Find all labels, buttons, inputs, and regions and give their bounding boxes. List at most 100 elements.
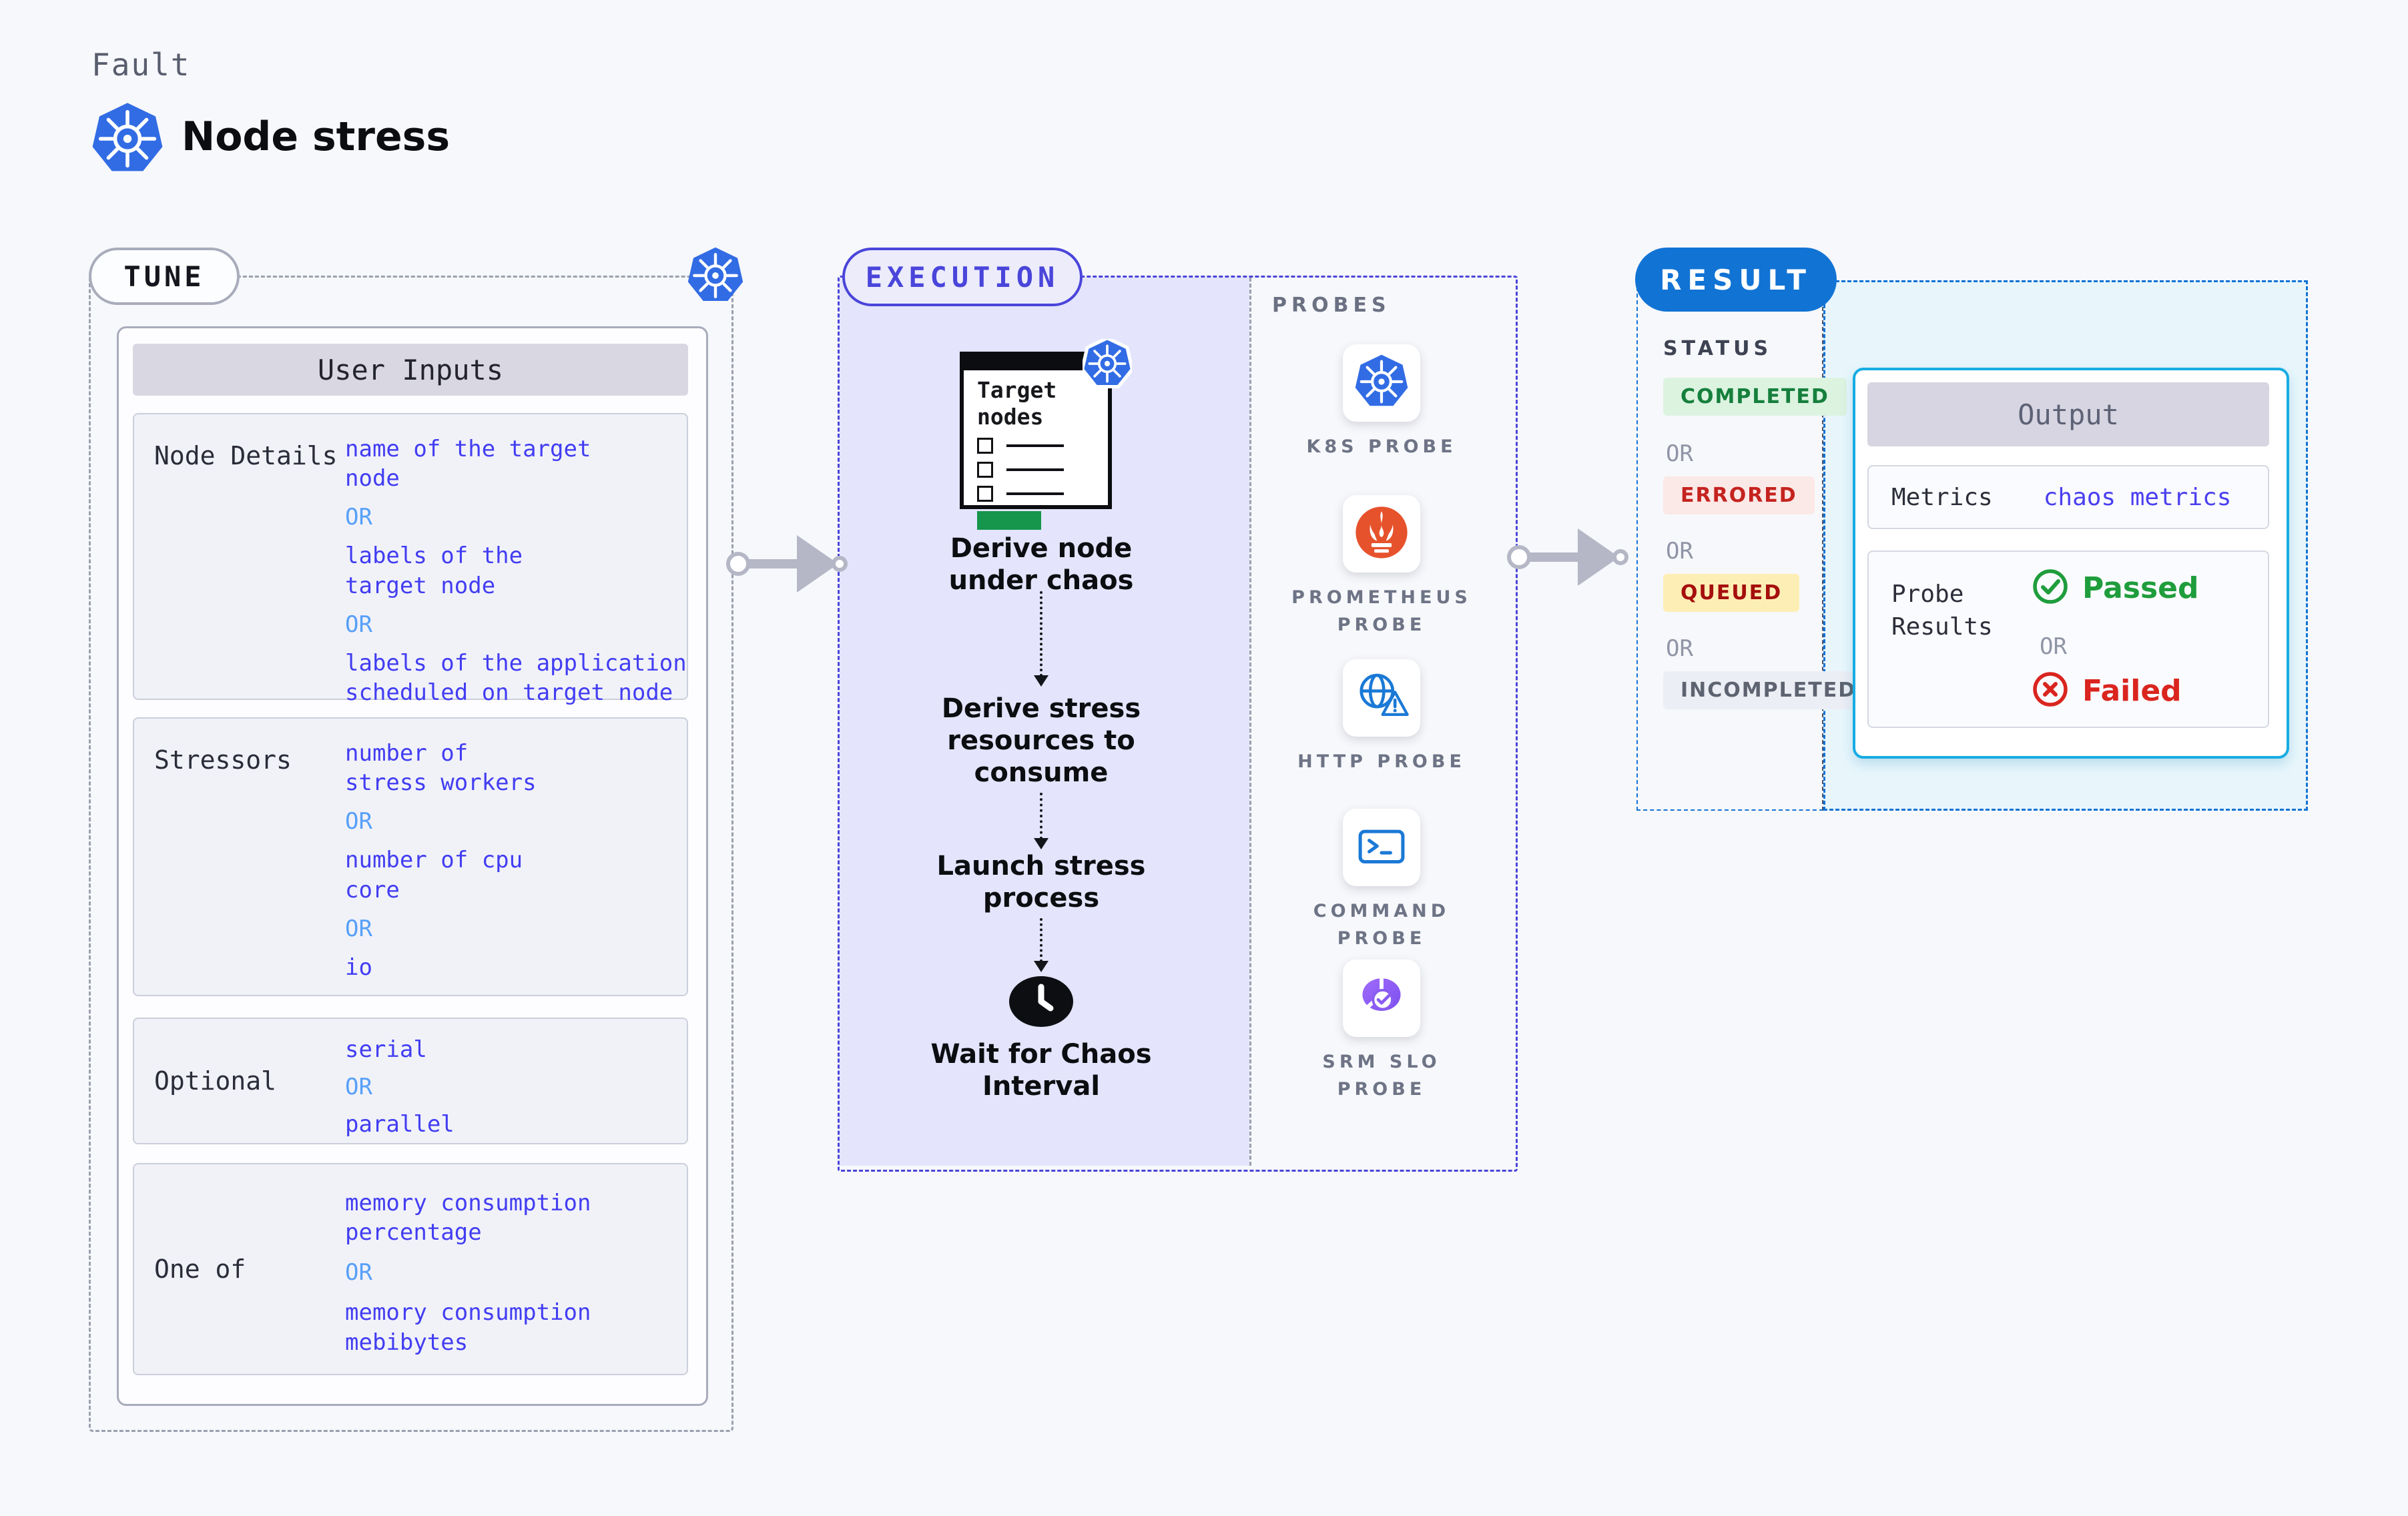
arrow-head bbox=[1034, 961, 1048, 972]
or-separator: OR bbox=[345, 915, 372, 942]
kubernetes-icon bbox=[686, 246, 745, 305]
status-badge-completed: COMPLETED bbox=[1663, 378, 1847, 416]
probe-card bbox=[1343, 344, 1420, 422]
input-option: labels of the application scheduled on t… bbox=[345, 649, 687, 706]
checklist-item bbox=[977, 438, 1108, 454]
checklist-item bbox=[977, 486, 1108, 502]
input-option: parallel bbox=[345, 1111, 455, 1138]
arrow-head bbox=[1034, 838, 1048, 849]
page-title: Node stress bbox=[182, 113, 450, 160]
input-row-optional: Optional serial OR parallel bbox=[133, 1018, 688, 1144]
execution-section-box bbox=[838, 276, 1518, 1172]
metrics-value: chaos metrics bbox=[2043, 483, 2232, 511]
status-badge-queued: QUEUED bbox=[1663, 574, 1800, 612]
input-option: number of cpu core bbox=[345, 847, 523, 903]
kubernetes-icon bbox=[90, 101, 165, 176]
checkbox-icon bbox=[977, 438, 993, 454]
check-circle-icon bbox=[2032, 568, 2069, 608]
kubernetes-icon bbox=[1081, 336, 1134, 389]
flow-step: Derive node under chaos bbox=[948, 533, 1134, 596]
or-separator: OR bbox=[1666, 635, 1693, 662]
execution-pill: EXECUTION bbox=[842, 248, 1083, 306]
connector-dot bbox=[1612, 549, 1628, 565]
or-separator: OR bbox=[345, 611, 372, 638]
checkbox-icon bbox=[977, 486, 993, 502]
row-values: serial OR parallel bbox=[345, 1019, 632, 1143]
input-row-one-of: One of memory consumption percentage OR … bbox=[133, 1163, 688, 1375]
probe-results-row: Probe Results Passed OR Failed bbox=[1867, 550, 2269, 728]
checkbox-icon bbox=[977, 462, 993, 478]
terminal-icon bbox=[1353, 818, 1410, 877]
probe-results-label: Probe Results bbox=[1891, 581, 1993, 641]
document-title: Target nodes bbox=[977, 377, 1057, 430]
arrow-head bbox=[1578, 528, 1619, 586]
arrow-head bbox=[1034, 675, 1048, 687]
probe-prometheus: PROMETHEUS PROBE bbox=[1288, 495, 1475, 639]
flow-step: Wait for Chaos Interval bbox=[930, 1039, 1152, 1102]
probes-title: PROBES bbox=[1272, 294, 1391, 317]
probe-label: SRM SLO PROBE bbox=[1322, 1052, 1441, 1100]
probe-card bbox=[1343, 809, 1420, 886]
flow-arrow-tune-to-execution bbox=[726, 535, 849, 593]
metrics-label: Metrics bbox=[1891, 483, 1993, 511]
probe-label: PROMETHEUS PROBE bbox=[1291, 587, 1472, 635]
document-title-bar bbox=[964, 356, 1108, 370]
or-separator: OR bbox=[345, 1074, 372, 1101]
probe-http: HTTP PROBE bbox=[1288, 659, 1475, 776]
status-title: STATUS bbox=[1663, 337, 1773, 360]
or-separator: OR bbox=[2040, 633, 2067, 660]
kubernetes-icon bbox=[1353, 354, 1410, 412]
clock-icon bbox=[1008, 974, 1075, 1029]
or-separator: OR bbox=[345, 1259, 372, 1286]
input-option: memory consumption mebibytes bbox=[345, 1299, 591, 1356]
input-option: number of stress workers bbox=[345, 740, 537, 797]
probe-command: COMMAND PROBE bbox=[1288, 809, 1475, 952]
probe-label: COMMAND PROBE bbox=[1313, 901, 1450, 949]
input-row-stressors: Stressors number of stress workers OR nu… bbox=[133, 717, 688, 996]
prometheus-icon bbox=[1353, 504, 1410, 563]
globe-alert-icon bbox=[1353, 669, 1410, 727]
arrow-line bbox=[1527, 552, 1583, 562]
flow-arrow-execution-to-result bbox=[1507, 528, 1630, 586]
dotted-connector bbox=[1040, 793, 1042, 839]
or-separator: OR bbox=[1666, 440, 1693, 467]
failed-result: Failed bbox=[2032, 671, 2182, 711]
input-option: labels of the target node bbox=[345, 542, 523, 599]
probe-label: HTTP PROBE bbox=[1297, 751, 1466, 772]
row-values: memory consumption percentage OR memory … bbox=[345, 1164, 632, 1374]
list-line bbox=[1006, 468, 1064, 472]
dotted-connector bbox=[1040, 918, 1042, 962]
row-label: One of bbox=[154, 1254, 246, 1284]
connector-dot bbox=[832, 556, 848, 572]
or-separator: OR bbox=[345, 504, 372, 531]
row-values: number of stress workers OR number of cp… bbox=[345, 719, 632, 995]
metrics-row: Metrics chaos metrics bbox=[1867, 465, 2269, 529]
green-bar bbox=[977, 511, 1041, 530]
input-row-node-details: Node Details name of the target node OR … bbox=[133, 413, 688, 706]
probe-card bbox=[1343, 495, 1420, 573]
output-header: Output bbox=[1867, 382, 2269, 446]
passed-label: Passed bbox=[2082, 571, 2199, 605]
probe-k8s: K8S PROBE bbox=[1288, 344, 1475, 461]
status-badge-errored: ERRORED bbox=[1663, 476, 1815, 514]
arrow-head bbox=[797, 535, 838, 593]
fault-kicker: Fault bbox=[91, 47, 191, 83]
result-pill: RESULT bbox=[1635, 248, 1837, 312]
status-badge-incompleted: INCOMPLETED bbox=[1663, 671, 1874, 709]
row-label: Node Details bbox=[154, 441, 338, 470]
checklist-item bbox=[977, 462, 1108, 478]
slo-pie-check-icon bbox=[1353, 969, 1410, 1028]
row-values: name of the target node OR labels of the… bbox=[345, 414, 729, 706]
input-option: name of the target node bbox=[345, 436, 591, 492]
arrow-line bbox=[746, 559, 802, 568]
dotted-connector bbox=[1040, 591, 1042, 677]
input-option: memory consumption percentage bbox=[345, 1190, 591, 1246]
row-label: Optional bbox=[154, 1066, 277, 1096]
input-option: serial bbox=[345, 1036, 427, 1063]
target-nodes-document: Target nodes bbox=[960, 352, 1112, 530]
list-line bbox=[1006, 444, 1064, 448]
probe-label: K8S PROBE bbox=[1306, 436, 1457, 457]
failed-label: Failed bbox=[2082, 673, 2182, 708]
input-option: io bbox=[345, 954, 372, 981]
